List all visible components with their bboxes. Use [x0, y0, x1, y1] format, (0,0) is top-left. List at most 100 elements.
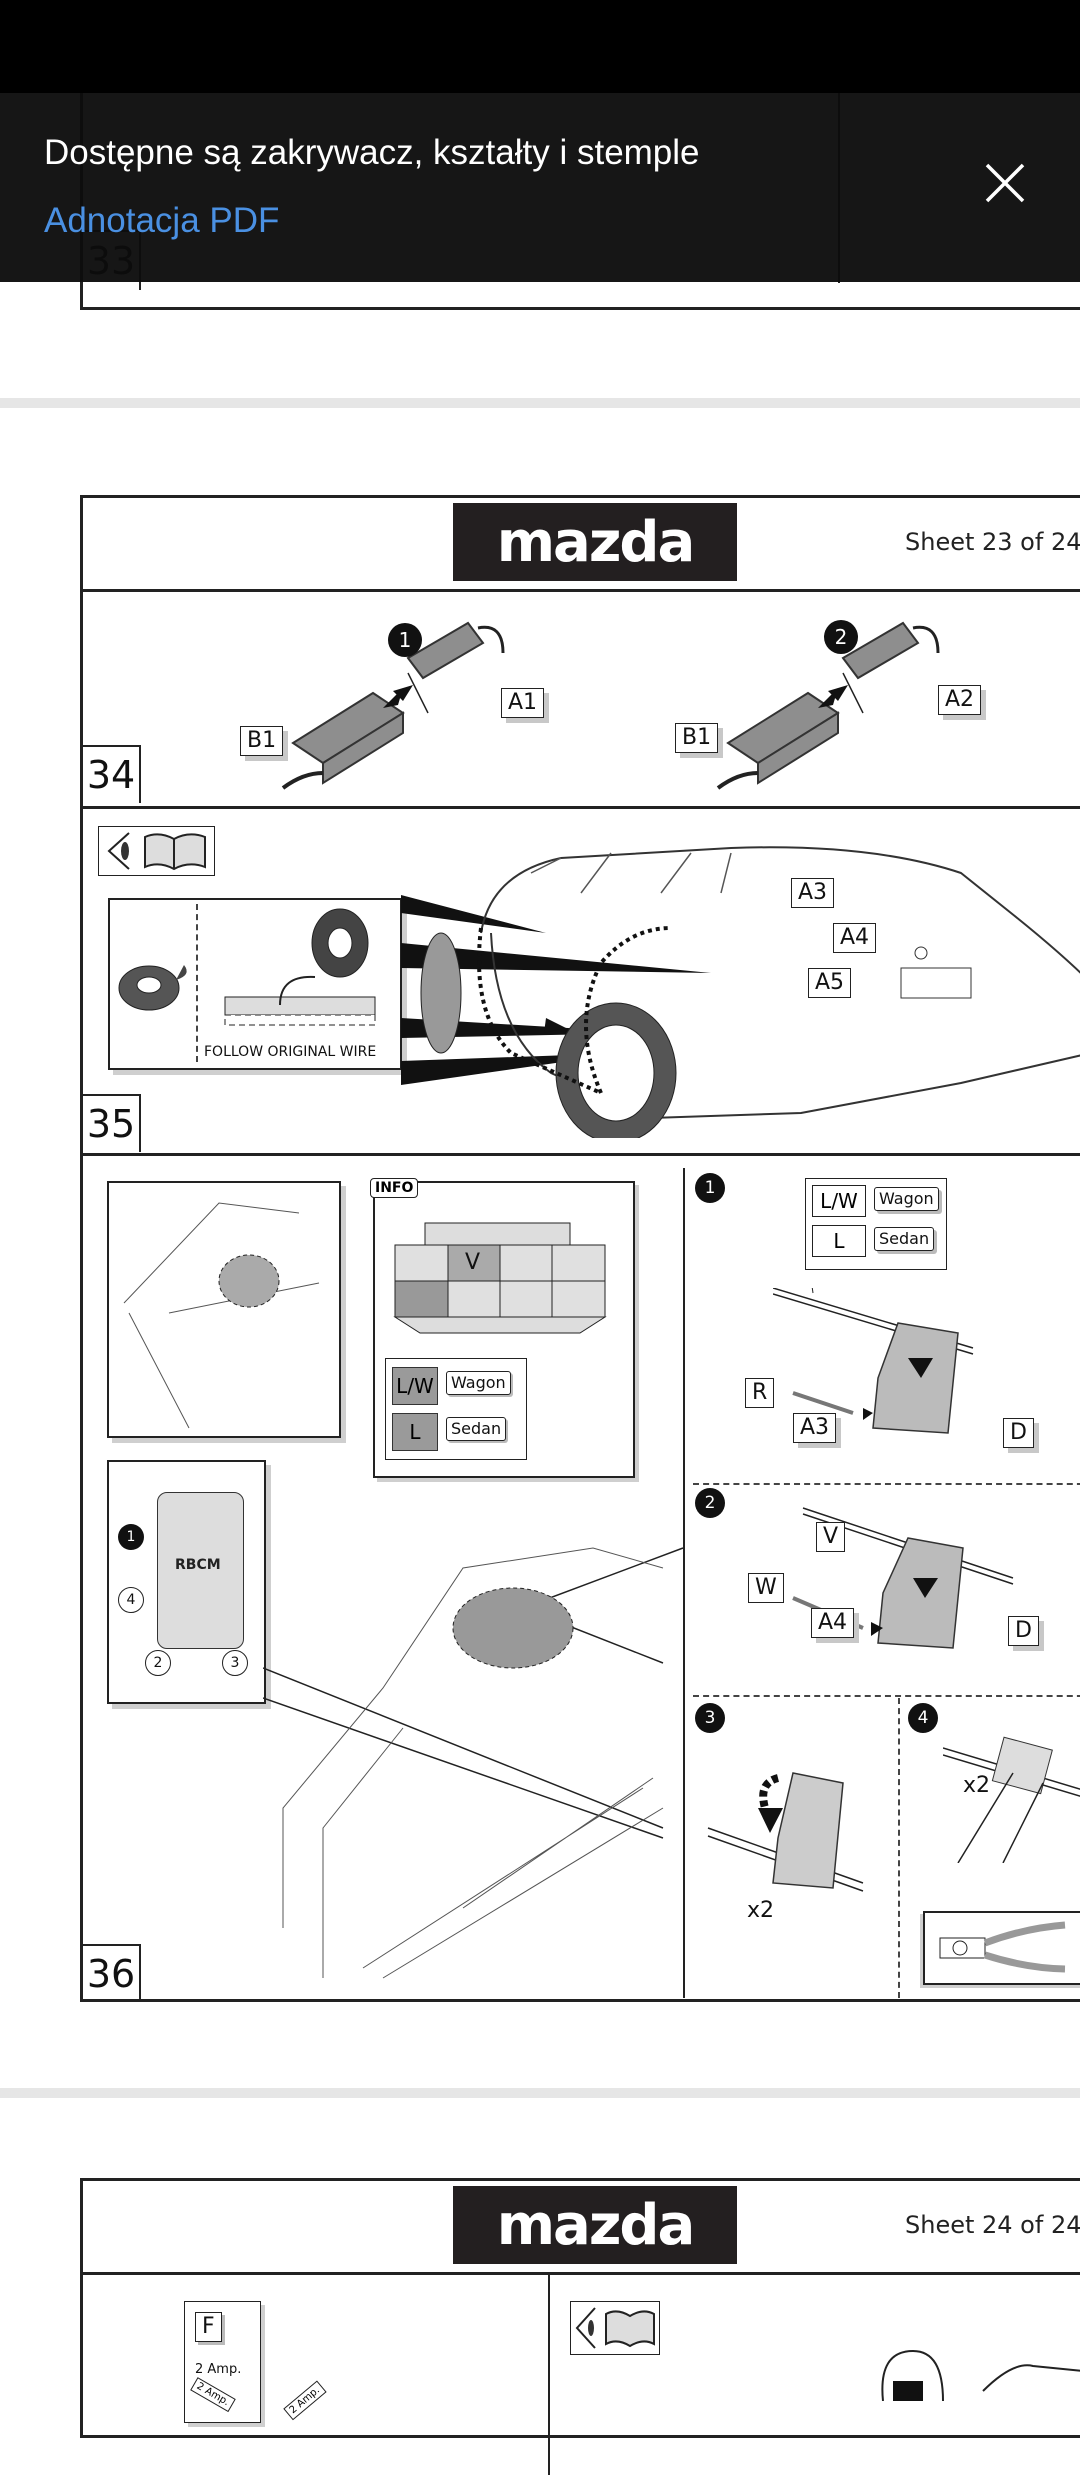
location-label-a5: A5 [808, 968, 852, 998]
location-label-a4: A4 [833, 923, 877, 953]
port-1: 1 [118, 1524, 144, 1550]
trunk-sketch [123, 1202, 320, 1429]
tape-caption: FOLLOW ORIGINAL WIRE [204, 1044, 377, 1060]
status-bar [0, 0, 1080, 93]
splice-label-d: D [1008, 1616, 1039, 1646]
pdf-page-23: mazda Sheet 23 of 24 1 A1 B1 [80, 495, 1080, 2002]
page-separator [0, 2088, 1080, 2098]
substep-badge-2: 2 [695, 1488, 725, 1518]
connector-illustration-1 [281, 621, 505, 790]
pliers-tool-box [923, 1911, 1080, 1985]
close-button[interactable] [980, 158, 1030, 208]
legend-code: L [392, 1413, 438, 1451]
connector-label-a3: A3 [793, 1413, 837, 1443]
splice-connector-illustration-2 [792, 1507, 1014, 1649]
fuse-panel [393, 1222, 607, 1334]
close-icon [985, 163, 1025, 203]
step-number-34: 34 [83, 745, 141, 803]
rbcm-module [157, 1492, 244, 1649]
connector-label-b1: B1 [675, 723, 719, 753]
column-divider [683, 1168, 685, 1998]
substep-badge-4: 4 [908, 1703, 938, 1733]
mazda-logo: mazda [453, 503, 737, 581]
port-2: 2 [145, 1650, 171, 1676]
connector-label-b1: B1 [240, 726, 284, 756]
fuse-rating: 2 Amp. [195, 2362, 242, 2377]
legend-code: L [812, 1225, 866, 1257]
fuse-cell-v: V [465, 1250, 481, 1275]
step-divider [83, 1153, 1080, 1156]
legend-variant: Sedan [446, 1417, 507, 1441]
connector-label-a1: A1 [501, 688, 545, 718]
substep-badge-3: 3 [695, 1703, 725, 1733]
car-side-illustration [401, 846, 1080, 1138]
page-separator [0, 398, 1080, 408]
sheet-label: Sheet 24 of 24 [905, 2211, 1080, 2239]
legend-code: L/W [392, 1367, 438, 1405]
trunk-detail-image [107, 1181, 341, 1438]
notification-title: Dostępne są zakrywacz, kształty i stempl… [44, 133, 700, 172]
rbcm-detail: RBCM 1 4 2 3 [107, 1460, 266, 1704]
step-badge-2: 2 [824, 620, 858, 654]
fuse-legend: L/W Wagon L Sedan [385, 1358, 527, 1460]
connector-label-a2: A2 [938, 685, 982, 715]
mazda-logo: mazda [453, 2186, 737, 2264]
logo-text: mazda [496, 2192, 696, 2258]
fuse-card: F 2 Amp. 2 Amp. [184, 2301, 261, 2423]
port-4: 4 [118, 1587, 144, 1613]
legend-variant: Sedan [874, 1227, 935, 1251]
logo-text: mazda [496, 509, 696, 575]
step-divider [83, 806, 1080, 809]
substep-divider [693, 1483, 1080, 1485]
crimp-illustration [943, 1736, 1080, 1863]
fuse-label-f: F [195, 2312, 222, 2342]
wire-label-w: W [748, 1573, 784, 1603]
step-badge-1: 1 [388, 623, 422, 657]
wire-wrap-icon [224, 908, 376, 1026]
wire-label-v: V [816, 1522, 846, 1552]
legend-variant: Wagon [446, 1371, 511, 1395]
trunk-overview-illustration [263, 1547, 684, 1979]
substep-badge-1: 1 [695, 1173, 725, 1203]
partial-illustration [881, 2349, 1080, 2401]
tape-roll-icon [118, 965, 187, 1011]
multiplier-label: x2 [963, 1773, 991, 1798]
book-icon [144, 833, 206, 871]
eye-icon [107, 832, 130, 870]
splice-label-d: D [1003, 1418, 1034, 1448]
substep-divider [693, 1695, 1080, 1697]
info-fuse-box: INFO V L/W Wagon L Sedan [370, 1178, 635, 1478]
box-divider [196, 904, 198, 1062]
column-divider [548, 2275, 550, 2475]
step-number-36: 36 [83, 1944, 141, 2002]
wire-label-r: R [745, 1378, 775, 1408]
rbcm-label: RBCM [175, 1557, 221, 1573]
header-divider [83, 2272, 1080, 2275]
legend-code: L/W [812, 1185, 866, 1217]
tape-instruction-box: FOLLOW ORIGINAL WIRE [108, 898, 402, 1070]
legend-variant: Wagon [874, 1187, 939, 1211]
sheet-label: Sheet 23 of 24 [905, 528, 1080, 556]
port-3: 3 [222, 1650, 248, 1676]
fuse-stamp: 2 Amp. [283, 2380, 327, 2421]
splice-connector-illustration-1 [773, 1288, 974, 1434]
feature-notification-banner: Dostępne są zakrywacz, kształty i stempl… [0, 93, 1080, 282]
substep-divider-vertical [898, 1698, 900, 1998]
header-divider [83, 589, 1080, 592]
location-label-a3: A3 [791, 878, 835, 908]
pdf-annotation-link[interactable]: Adnotacja PDF [44, 201, 280, 240]
eye-manual-icon [570, 2301, 660, 2355]
fuse-stamp: 2 Amp. [190, 2377, 236, 2412]
substep-1-legend: L/W Wagon L Sedan [805, 1178, 947, 1270]
eye-icon [575, 2307, 596, 2349]
info-tag: INFO [370, 1178, 419, 1198]
multiplier-label: x2 [747, 1898, 775, 1923]
splice-closing-illustration [707, 1772, 864, 1892]
eye-manual-icon [98, 826, 215, 876]
connector-illustration-2 [716, 621, 940, 790]
book-icon [605, 2310, 655, 2348]
pdf-page-24: mazda Sheet 24 of 24 F 2 Amp. 2 Amp. 2 A… [80, 2178, 1080, 2475]
connector-label-a4: A4 [811, 1608, 855, 1638]
pliers-icon [939, 1921, 1066, 1973]
step-number-35: 35 [83, 1094, 141, 1152]
